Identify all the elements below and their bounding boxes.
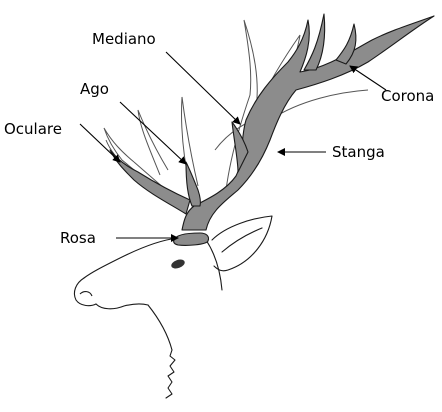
label-ago: Ago: [80, 80, 109, 98]
deer-eye: [170, 258, 186, 270]
near-antler: [110, 14, 434, 230]
labels: Mediano Ago Oculare Rosa Stanga Corona: [4, 30, 434, 247]
label-mediano: Mediano: [92, 30, 156, 48]
rosa-burr: [174, 233, 209, 245]
mediano-leader: [166, 52, 240, 124]
label-stanga: Stanga: [332, 143, 385, 161]
ago-leader: [120, 102, 186, 164]
label-rosa: Rosa: [60, 229, 96, 247]
label-oculare: Oculare: [4, 120, 62, 138]
nostril-mark: [80, 292, 92, 296]
deer-head: [74, 216, 272, 398]
label-corona: Corona: [381, 87, 434, 105]
